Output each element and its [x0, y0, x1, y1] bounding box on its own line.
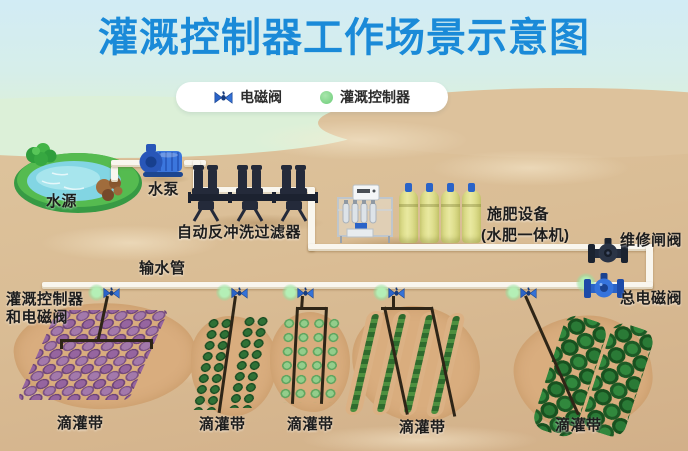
- field-solenoid-valve-icon: [297, 287, 314, 299]
- maintenance-gate-valve-icon: [588, 238, 628, 263]
- field-controller-label-line2: 和电磁阀: [6, 309, 69, 326]
- fertilizer-tanks: [399, 183, 481, 243]
- pond-illustration: [14, 143, 142, 213]
- fertilizer-tank: [441, 183, 460, 243]
- drip-tape-label: 滴灌带: [555, 417, 602, 434]
- fertilizer-tank: [420, 183, 439, 243]
- main-water-pipe: [42, 282, 653, 289]
- backwash-filter-icon: [188, 165, 318, 222]
- sand-streak: [250, 120, 470, 160]
- main-solenoid-valve-label: 总电磁阀: [620, 290, 683, 307]
- legend-solenoid-valve-label: 电磁阀: [240, 89, 282, 105]
- sand-streak: [40, 225, 220, 261]
- main-solenoid-valve-icon: [584, 273, 624, 298]
- water-source-label: 水源: [46, 193, 78, 210]
- pipe-segment: [308, 244, 653, 251]
- drip-tape-label: 滴灌带: [399, 419, 446, 436]
- fertilizer-machine-icon: [337, 184, 393, 243]
- legend-controller-label: 灌溉控制器: [340, 89, 410, 105]
- sand-streak: [300, 425, 540, 451]
- field-controller-glow: [88, 284, 105, 301]
- drip-line: [392, 296, 395, 309]
- drip-tape-label: 滴灌带: [199, 416, 246, 433]
- legend: 电磁阀 灌溉控制器: [176, 82, 448, 112]
- fertilizer-tank: [462, 183, 481, 243]
- sand-streak: [430, 150, 630, 186]
- pipe-segment: [308, 187, 315, 251]
- field-controller-label-line1: 灌溉控制器: [6, 291, 84, 308]
- filter-shadow: [192, 214, 324, 232]
- pump-shadow: [134, 174, 190, 184]
- drip-line: [150, 339, 153, 349]
- legend-item-controller: 灌溉控制器: [320, 87, 410, 107]
- drip-header-line: [381, 307, 432, 310]
- pipe-segment: [646, 244, 653, 289]
- solenoid-valve-icon: [214, 90, 233, 104]
- bush-icon: [26, 143, 57, 166]
- fertilizer-label-line2: (水肥一体机): [481, 227, 570, 244]
- drip-header-line: [60, 339, 152, 342]
- water-pump-label: 水泵: [148, 181, 180, 198]
- fertilizer-tank: [399, 183, 418, 243]
- legend-item-solenoid-valve: 电磁阀: [214, 87, 282, 107]
- backwash-filter-label: 自动反冲洗过滤器: [177, 224, 302, 241]
- field-solenoid-valve-icon: [520, 287, 537, 299]
- pipe-segment: [111, 160, 159, 167]
- field-crops-lightgreen: [277, 317, 344, 403]
- controller-icon: [320, 90, 333, 104]
- water-pump-icon: [139, 144, 183, 177]
- field-controller-glow: [282, 284, 299, 301]
- water-pipe-label: 输水管: [139, 260, 186, 277]
- field-solenoid-valve-icon: [231, 287, 248, 299]
- drip-tape-label: 滴灌带: [57, 415, 104, 432]
- field-solenoid-valve-icon: [103, 287, 120, 299]
- drip-tape-label: 滴灌带: [287, 416, 334, 433]
- drip-line: [60, 339, 63, 349]
- field-controller-glow: [505, 284, 522, 301]
- pipe-pond-intake: [111, 166, 118, 182]
- fertilizer-label-line1: 施肥设备: [487, 206, 550, 223]
- field-solenoid-valve-icon: [388, 287, 405, 299]
- field-controller-glow: [216, 284, 233, 301]
- diagram-title: 灌溉控制器工作场景示意图: [98, 16, 590, 60]
- maintenance-gate-valve-label: 维修闸阀: [620, 232, 683, 249]
- drip-header-line: [296, 307, 327, 310]
- field-controller-glow: [373, 284, 390, 301]
